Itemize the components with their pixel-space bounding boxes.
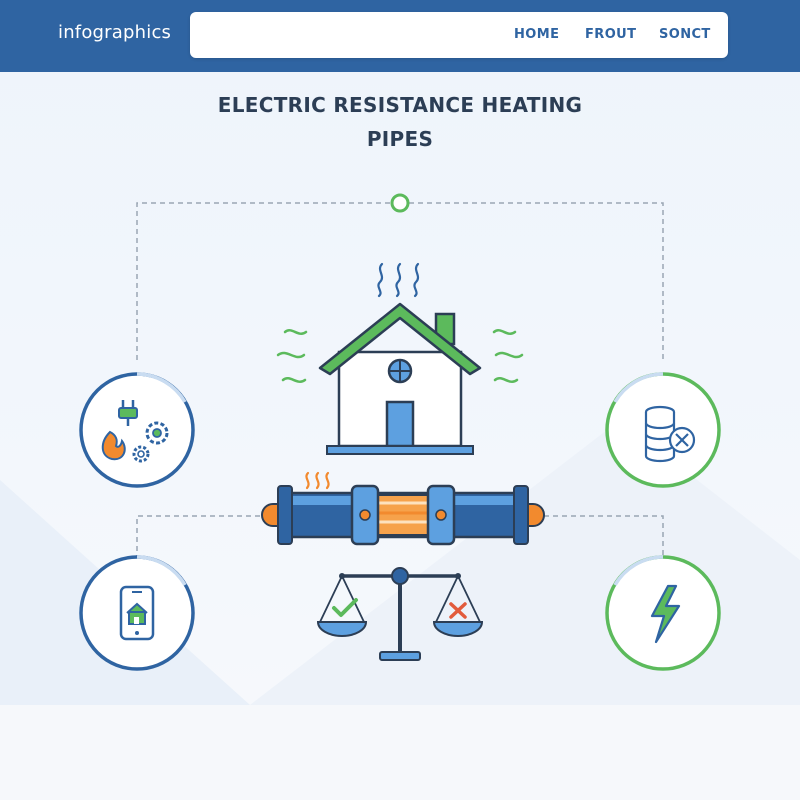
circle-badge-top-right[interactable] <box>605 372 721 488</box>
cross-icon <box>449 602 467 619</box>
brand-logo-text[interactable]: infographics <box>58 22 172 43</box>
house-icon <box>276 262 524 455</box>
lightning-bolt-icon <box>650 584 681 644</box>
heat-waves-icon <box>377 262 420 298</box>
nav-item-sonct[interactable]: SONCT <box>659 27 711 42</box>
nav-menu: HOME FROUT SONCT <box>190 12 728 58</box>
check-icon <box>332 598 358 617</box>
page-title: ELECTRIC RESISTANCE HEATING PIPES <box>200 88 600 156</box>
flame-icon <box>101 430 126 461</box>
title-line-1: ELECTRIC RESISTANCE HEATING <box>217 93 583 117</box>
heating-pipe-icon <box>261 471 545 546</box>
balance-scale-icon <box>316 567 484 661</box>
top-navigation-bar: infographics HOME FROUT SONCT <box>0 0 800 72</box>
connector-node <box>390 193 410 213</box>
coins-cancel-icon <box>644 405 696 463</box>
side-waves-right-icon <box>492 329 524 383</box>
plug-icon <box>118 400 138 426</box>
nav-item-home[interactable]: HOME <box>514 27 560 42</box>
connector-lines <box>136 202 664 560</box>
gears-icon <box>132 421 169 463</box>
circle-badge-top-left[interactable] <box>79 372 195 488</box>
circle-badge-bottom-left[interactable] <box>79 555 195 671</box>
nav-item-frout[interactable]: FROUT <box>585 27 637 42</box>
title-line-2: PIPES <box>366 127 434 151</box>
smartphone-home-icon <box>119 585 155 641</box>
circle-badge-bottom-right[interactable] <box>605 555 721 671</box>
side-waves-left-icon <box>276 329 308 383</box>
